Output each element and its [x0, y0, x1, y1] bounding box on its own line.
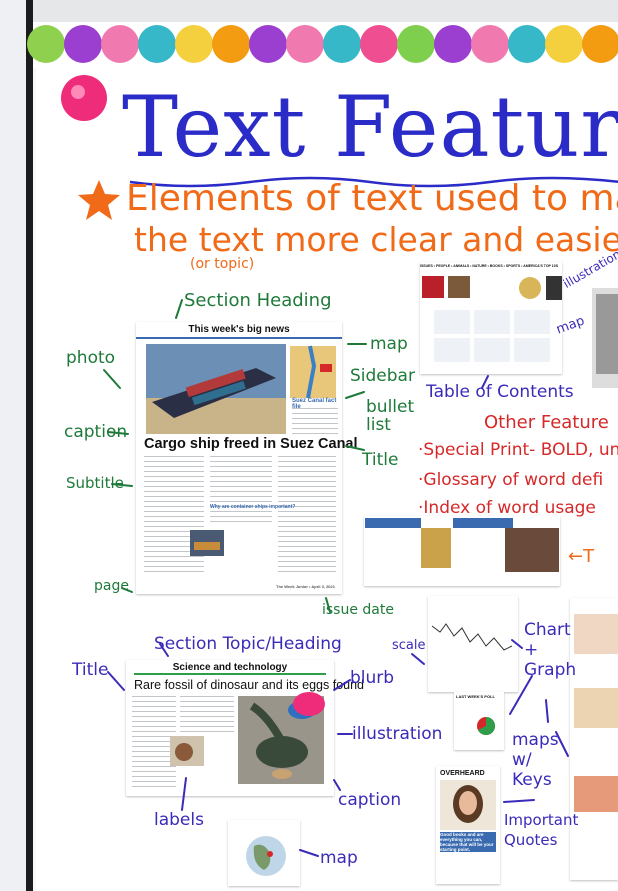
title-underline: [129, 176, 618, 188]
label-caption-left: caption: [64, 422, 128, 442]
science-body-1: [132, 696, 176, 788]
science-body-2: [180, 696, 234, 736]
border-dot: [175, 25, 213, 63]
whiteboard-top-rail: [33, 0, 618, 24]
border-dot: [286, 25, 324, 63]
border-dot: [101, 25, 139, 63]
poll-pie-chart: [477, 716, 496, 735]
label-other-features: Other Feature: [484, 412, 609, 433]
big-news-headline: Cargo ship freed in Suez Canal: [144, 436, 358, 452]
label-issue-date: issue date: [322, 602, 394, 618]
label-maps-keys: maps w/ Keys: [512, 730, 559, 790]
whiteboard-frame: [26, 0, 33, 891]
toc-categories: ISSUES • PEOPLE • ANIMALS • NATURE • BOO…: [420, 264, 559, 268]
toc-thumbnails: [422, 276, 562, 300]
star-icon: [78, 180, 120, 220]
border-dot: [249, 25, 287, 63]
border-dot: [64, 25, 102, 63]
dinosaur-illustration: [238, 696, 324, 784]
suez-map: [290, 345, 336, 399]
toc-grid: [434, 310, 550, 362]
science-headline: Rare fossil of dinosaur and its eggs fou…: [134, 678, 364, 692]
label-title-top: Title: [362, 450, 399, 470]
border-dot: [471, 25, 509, 63]
label-chart-graph: Chart + Graph: [524, 620, 577, 680]
big-news-body-3: [278, 456, 336, 576]
news-footer: The Week Junior • April 3, 2021: [276, 584, 335, 589]
border-dot: [138, 25, 176, 63]
fossil-photo: [170, 736, 204, 766]
speaker-photo: [440, 780, 496, 830]
poster-title: Text Features: [122, 78, 618, 176]
label-title-bottom: Title: [72, 660, 109, 680]
label-glossary: ·Glossary of word defi: [418, 470, 604, 490]
label-illustration: illustration: [352, 724, 443, 744]
label-caption-bottom: caption: [338, 790, 402, 810]
label-sidebar: Sidebar: [350, 366, 415, 386]
polka-dot-border: [27, 22, 618, 68]
ship-photo: [146, 344, 286, 434]
illustration-thumb-right: [592, 288, 618, 388]
border-dot: [545, 25, 583, 63]
border-dot: [360, 25, 398, 63]
why-important-subhead: Why are container ships important?: [210, 504, 296, 510]
label-labels: labels: [154, 810, 204, 830]
overheard-title: OVERHEARD: [440, 770, 485, 777]
subtitle-note: (or topic): [190, 256, 255, 272]
overheard-quote: Good books and are everything you can, b…: [440, 832, 496, 852]
label-section-heading: Section Heading: [184, 290, 332, 311]
label-blurb: blurb: [350, 668, 395, 688]
border-dot: [212, 25, 250, 63]
left-margin: [0, 0, 28, 891]
science-header: Science and technology: [134, 662, 326, 675]
big-news-header: This week's big news: [136, 322, 342, 339]
right-edge-maps: [574, 614, 618, 812]
border-dot: [582, 25, 618, 63]
subtitle-line-1: Elements of text used to ma: [126, 178, 618, 219]
label-section-topic-heading: Section Topic/Heading: [154, 634, 342, 654]
border-dot: [397, 25, 435, 63]
subtitle-line-2: the text more clear and easier to u: [134, 220, 618, 259]
label-index: ·Index of word usage: [418, 498, 596, 518]
container-inset-photo: [190, 530, 224, 556]
sidebar-box-title: Suez Canal fact file: [292, 398, 337, 410]
poll-title: LAST WEEK'S POLL: [456, 694, 495, 699]
dinosaur-map: [246, 836, 286, 876]
label-map-top: map: [370, 334, 408, 354]
border-dot: [508, 25, 546, 63]
line-graph: [431, 623, 513, 651]
border-dot: [27, 25, 65, 63]
label-map-bottom: map: [320, 848, 358, 868]
glossary-spread-art: [365, 518, 559, 572]
label-arrow-t: ←T: [568, 546, 595, 567]
label-important-quotes: Important Quotes: [504, 811, 579, 849]
label-scale: scale: [392, 638, 426, 653]
label-subtitle: Subtitle: [66, 474, 124, 492]
border-dot: [434, 25, 472, 63]
big-news-body-2: [210, 456, 272, 526]
label-special-print: ·Special Print- BOLD, und: [418, 440, 618, 460]
chart-card: [428, 596, 518, 692]
big-news-body-1: [144, 456, 204, 576]
label-page: page: [94, 578, 129, 594]
sidebar-text: [292, 408, 338, 434]
label-bullet-list: bullet list: [366, 397, 415, 435]
label-table-of-contents: Table of Contents: [426, 382, 574, 402]
blurb-badge: [293, 692, 325, 716]
pink-magnet: [61, 75, 107, 121]
label-photo: photo: [66, 348, 116, 368]
border-dot: [323, 25, 361, 63]
